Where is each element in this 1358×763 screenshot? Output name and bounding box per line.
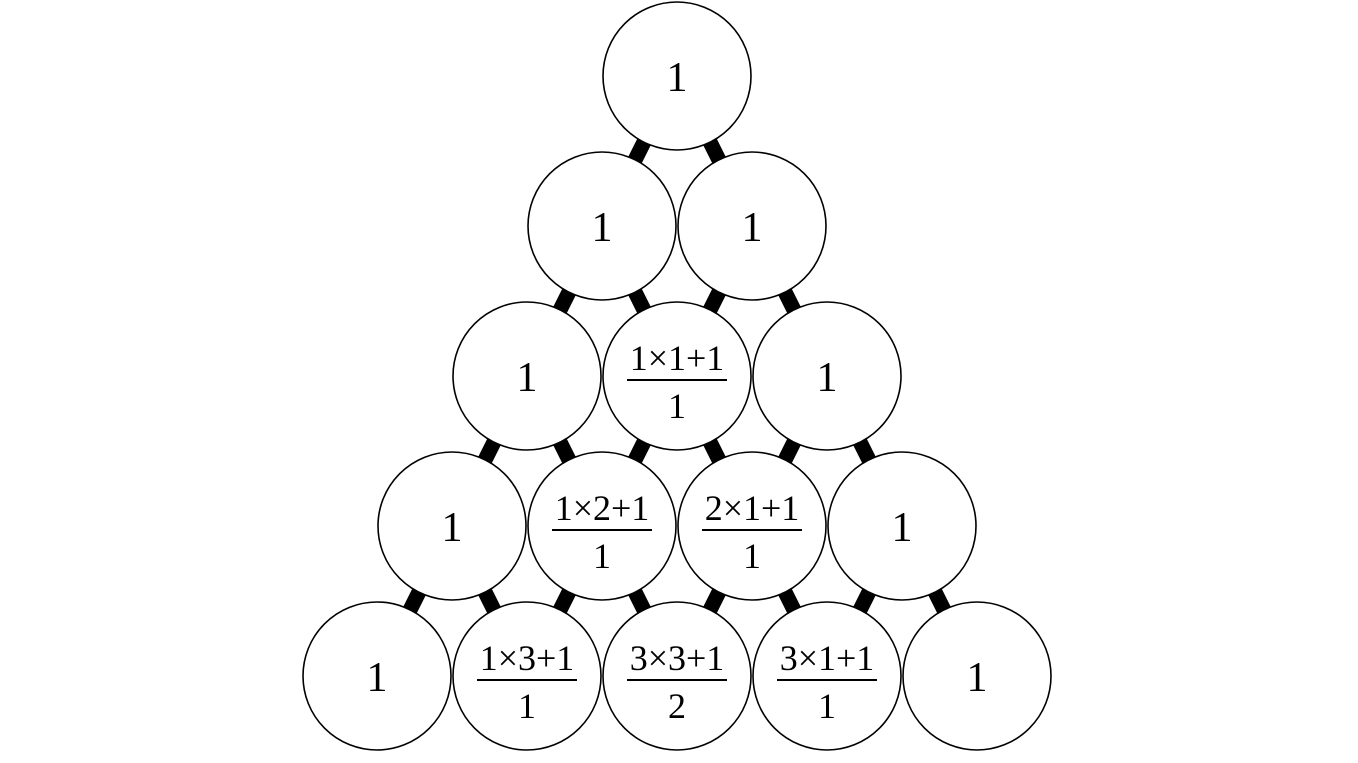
node-r0-n0: 1 [602,1,752,151]
node-r1-n0: 1 [527,151,677,301]
node-value: 1 [967,655,988,701]
node-r4-n3: 3×1+1 1 [752,601,902,751]
node-numerator: 1×2+1 [555,488,650,528]
node-circle [452,301,602,451]
node-circle [677,451,827,601]
node-circle [602,601,752,751]
node-value: 1 [442,505,463,551]
node-denominator: 1 [743,536,761,576]
node-r4-n2: 3×3+1 2 [602,601,752,751]
node-circle [752,601,902,751]
node-value: 1 [517,355,538,401]
node-circle [677,151,827,301]
node-r3-n0: 1 [377,451,527,601]
node-r2-n1: 1×1+1 1 [602,301,752,451]
node-denominator: 2 [668,686,686,726]
node-value: 1 [892,505,913,551]
node-circle [902,601,1052,751]
node-numerator: 2×1+1 [705,488,800,528]
node-value: 1 [742,205,763,251]
node-value: 1 [817,355,838,401]
node-r3-n1: 1×2+1 1 [527,451,677,601]
node-r3-n3: 1 [827,451,977,601]
node-value: 1 [592,205,613,251]
node-numerator: 3×3+1 [630,638,725,678]
node-circle [452,601,602,751]
node-circle [752,301,902,451]
node-r2-n0: 1 [452,301,602,451]
node-circle [302,601,452,751]
node-r4-n1: 1×3+1 1 [452,601,602,751]
node-value: 1 [367,655,388,701]
node-circle [827,451,977,601]
node-denominator: 1 [518,686,536,726]
node-denominator: 1 [668,386,686,426]
node-r4-n4: 1 [902,601,1052,751]
node-circle [377,451,527,601]
node-circle [602,301,752,451]
node-numerator: 3×1+1 [780,638,875,678]
node-circle [527,451,677,601]
node-denominator: 1 [593,536,611,576]
node-value: 1 [667,55,688,101]
node-r2-n2: 1 [752,301,902,451]
node-r3-n2: 2×1+1 1 [677,451,827,601]
node-r1-n1: 1 [677,151,827,301]
node-circle [602,1,752,151]
node-denominator: 1 [818,686,836,726]
node-numerator: 1×1+1 [630,338,725,378]
node-numerator: 1×3+1 [480,638,575,678]
node-circle [527,151,677,301]
node-r4-n0: 1 [302,601,452,751]
